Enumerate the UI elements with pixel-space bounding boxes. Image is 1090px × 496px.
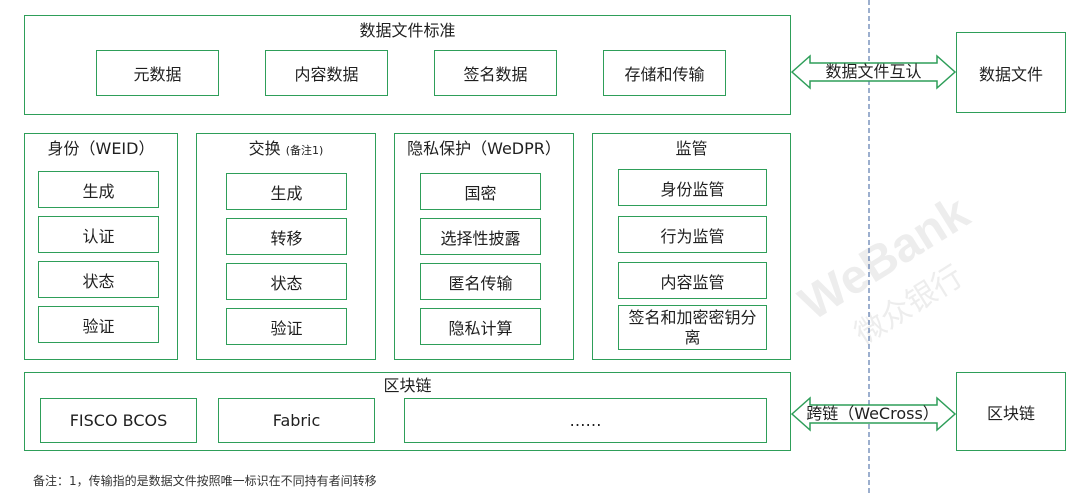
external-chain: 区块链 — [956, 372, 1066, 451]
standard-item-storage: 存储和传输 — [603, 50, 726, 96]
exchange-item: 验证 — [226, 308, 347, 345]
standard-panel: 数据文件标准 元数据 内容数据 签名数据 存储和传输 — [24, 15, 791, 115]
privacy-item: 国密 — [420, 173, 541, 210]
privacy-item: 选择性披露 — [420, 218, 541, 255]
privacy-item: 隐私计算 — [420, 308, 541, 345]
privacy-panel: 隐私保护（WeDPR） 国密 选择性披露 匿名传输 隐私计算 — [394, 133, 574, 360]
standard-item-signature: 签名数据 — [434, 50, 557, 96]
supervision-panel: 监管 身份监管 行为监管 内容监管 签名和加密密钥分离 — [592, 133, 791, 360]
chain-link-label: 跨链（WeCross） — [806, 404, 939, 423]
data-file-link-label: 数据文件互认 — [825, 62, 922, 81]
blockchain-item-fabric: Fabric — [218, 398, 375, 443]
supervision-item: 身份监管 — [618, 169, 767, 206]
standard-item-metadata: 元数据 — [96, 50, 219, 96]
privacy-title: 隐私保护（WeDPR） — [407, 139, 561, 158]
footnote: 备注：1，传输指的是数据文件按照唯一标识在不同持有者间转移 — [33, 474, 377, 488]
supervision-item: 行为监管 — [618, 216, 767, 253]
blockchain-item-fisco: FISCO BCOS — [40, 398, 197, 443]
data-file-link-arrow — [790, 54, 957, 90]
privacy-item: 匿名传输 — [420, 263, 541, 300]
supervision-item: 内容监管 — [618, 262, 767, 299]
identity-item: 认证 — [38, 216, 159, 253]
exchange-item: 状态 — [226, 263, 347, 300]
chain-link-arrow — [790, 396, 957, 432]
supervision-title: 监管 — [675, 139, 708, 158]
exchange-item: 转移 — [226, 218, 347, 255]
identity-panel: 身份（WEID） 生成 认证 状态 验证 — [24, 133, 178, 360]
standard-item-content: 内容数据 — [265, 50, 388, 96]
exchange-note: (备注1) — [285, 144, 324, 157]
exchange-title-row: 交换 (备注1) — [197, 139, 375, 161]
identity-item: 状态 — [38, 261, 159, 298]
identity-title: 身份（WEID） — [47, 139, 155, 158]
supervision-item: 签名和加密密钥分离 — [618, 305, 767, 350]
standard-title: 数据文件标准 — [359, 21, 456, 40]
exchange-item: 生成 — [226, 173, 347, 210]
external-data-file: 数据文件 — [956, 32, 1066, 113]
blockchain-title: 区块链 — [383, 376, 432, 395]
identity-item: 验证 — [38, 306, 159, 343]
identity-item: 生成 — [38, 171, 159, 208]
blockchain-panel: 区块链 FISCO BCOS Fabric …… — [24, 372, 791, 451]
exchange-title: 交换 — [248, 139, 281, 158]
exchange-panel: 交换 (备注1) 生成 转移 状态 验证 — [196, 133, 376, 360]
blockchain-item-more: …… — [404, 398, 767, 443]
